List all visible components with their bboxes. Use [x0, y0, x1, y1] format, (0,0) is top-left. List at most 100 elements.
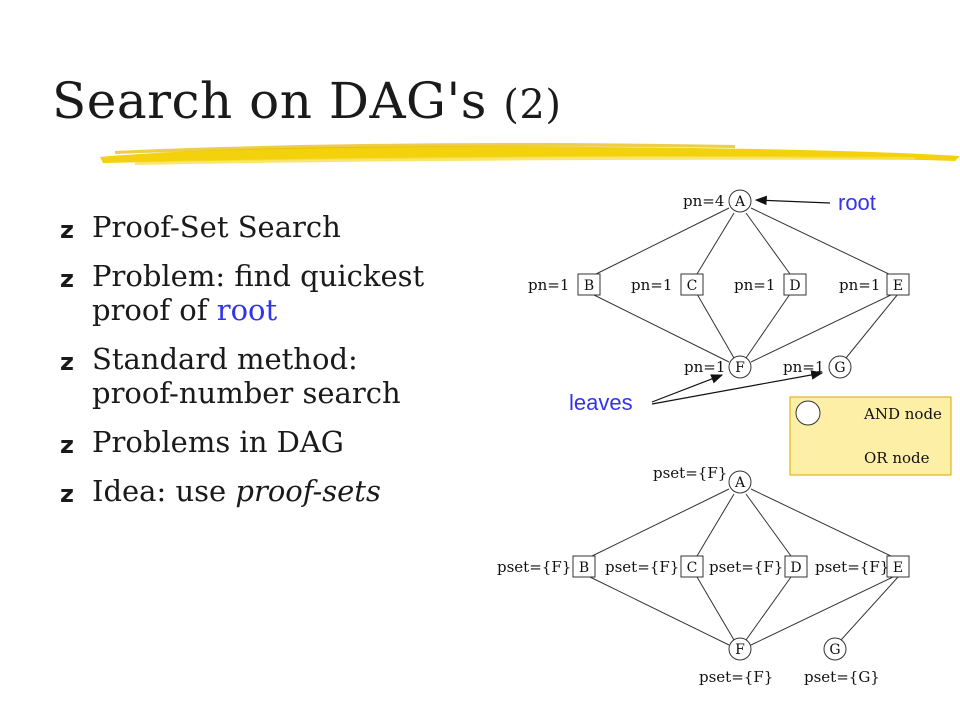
node-d-and [783, 273, 807, 296]
title-underline-stroke [100, 143, 960, 165]
node-g-letter: G [834, 360, 845, 376]
bullet-text: Standard method: [92, 342, 358, 376]
edge-a-e [750, 207, 894, 277]
title-main: Search on DAG's [52, 72, 504, 130]
bullet-item: z Standard method: proof-number search [60, 342, 424, 410]
legend-and-label: AND node [863, 405, 942, 423]
node-f-or [728, 355, 752, 379]
node-f-letter: F [735, 360, 745, 376]
node-a-or [728, 189, 752, 213]
bullet-text: Problem: find quickest [92, 259, 425, 293]
label-f: pset={F} [699, 668, 773, 686]
top-dag-labels: pn=4 pn=1 pn=1 pn=1 pn=1 pn=1 pn=1 [528, 192, 880, 376]
node-c-letter: C [687, 560, 698, 576]
bullet-item: z Problem: find quickest proof of root [60, 259, 424, 327]
bullet-item: z Problems in DAG [60, 425, 424, 459]
label-c: pset={F} [605, 558, 679, 576]
edge-a-d [745, 493, 792, 557]
label-d: pn=1 [734, 276, 775, 294]
node-e-letter: E [893, 560, 903, 576]
node-c-letter: C [687, 278, 698, 294]
label-a: pn=4 [683, 192, 724, 210]
bullet-marker: z [60, 348, 74, 376]
legend-or-circle [795, 400, 821, 426]
node-e-letter: E [893, 278, 903, 294]
node-b-letter: B [579, 560, 589, 576]
edge-b-f [591, 293, 730, 363]
edge-e-f [750, 293, 894, 363]
edge-a-c [696, 493, 735, 557]
edge-a-b [591, 207, 730, 277]
bullet-item: z Proof-Set Search [60, 210, 424, 244]
bullet-text-cont: proof of [92, 293, 217, 327]
leaves-annotation: leaves [569, 390, 633, 415]
slide-title: Search on DAG's (2) [52, 72, 561, 130]
node-b-and [572, 555, 596, 578]
node-d-and [784, 555, 808, 578]
leaves-arrow-f [651, 374, 724, 403]
edge-c-f [696, 293, 735, 359]
bullet-marker: z [60, 265, 74, 293]
label-d: pset={F} [709, 558, 783, 576]
title-suffix: (2) [503, 82, 562, 128]
node-c-and [680, 555, 704, 578]
node-f-or [728, 637, 752, 661]
bullet-marker: z [60, 431, 74, 459]
top-dag [591, 207, 899, 363]
node-g-letter: G [829, 642, 840, 658]
root-arrow [754, 195, 831, 206]
bullet-marker: z [60, 216, 74, 244]
label-e: pset={F} [815, 558, 889, 576]
edge-c-f [696, 576, 735, 641]
label-e: pn=1 [839, 276, 880, 294]
label-f: pn=1 [684, 358, 725, 376]
edge-e-f [750, 576, 894, 646]
bullet-emphasis: proof-sets [235, 474, 381, 508]
node-g-or [823, 637, 847, 661]
top-dag-nodes: A B C D E F G [577, 189, 910, 379]
label-c: pn=1 [631, 276, 672, 294]
edge-b-f [589, 576, 730, 646]
label-b: pn=1 [528, 276, 569, 294]
label-g: pset={G} [804, 668, 880, 686]
label-b: pset={F} [497, 558, 571, 576]
node-legend: AND node OR node [789, 396, 952, 476]
bullet-list: z Proof-Set Search z Problem: find quick… [60, 210, 424, 523]
node-c-and [680, 273, 704, 296]
node-a-or [728, 470, 752, 494]
bullet-text: Proof-Set Search [92, 210, 341, 244]
leaves-arrow-g [651, 370, 824, 405]
edge-a-c [696, 212, 735, 275]
label-a: pset={F} [653, 464, 727, 482]
bullet-text: Idea: use [92, 474, 236, 508]
legend-or-label: OR node [864, 449, 930, 467]
edge-d-f [745, 576, 792, 641]
bullet-item: z Idea: use proof-sets [60, 474, 424, 508]
node-b-letter: B [584, 278, 594, 294]
top-annotations: root leaves [569, 190, 876, 415]
edge-e-g [840, 576, 899, 641]
node-b-and [577, 273, 601, 296]
edge-a-b [589, 488, 730, 558]
bullet-text-cont: proof-number search [92, 376, 401, 410]
edge-a-d [745, 212, 791, 275]
edge-a-e [750, 488, 894, 558]
node-a-letter: A [734, 475, 746, 491]
edge-e-g [845, 293, 899, 359]
node-d-letter: D [789, 278, 800, 294]
root-annotation: root [838, 190, 876, 215]
node-e-and [886, 273, 910, 296]
node-d-letter: D [790, 560, 801, 576]
node-e-and [886, 555, 910, 578]
node-f-letter: F [735, 642, 745, 658]
bullet-text: Problems in DAG [92, 425, 344, 459]
node-g-or [828, 355, 852, 379]
bullet-marker: z [60, 480, 74, 508]
bottom-dag-nodes: A B C D E F G [572, 470, 910, 661]
node-a-letter: A [734, 194, 746, 210]
bullet-highlight-root: root [216, 293, 278, 327]
bottom-dag [589, 488, 899, 646]
edge-d-f [745, 293, 791, 359]
bottom-dag-labels: pset={F} pset={F} pset={F} pset={F} pset… [497, 464, 889, 686]
